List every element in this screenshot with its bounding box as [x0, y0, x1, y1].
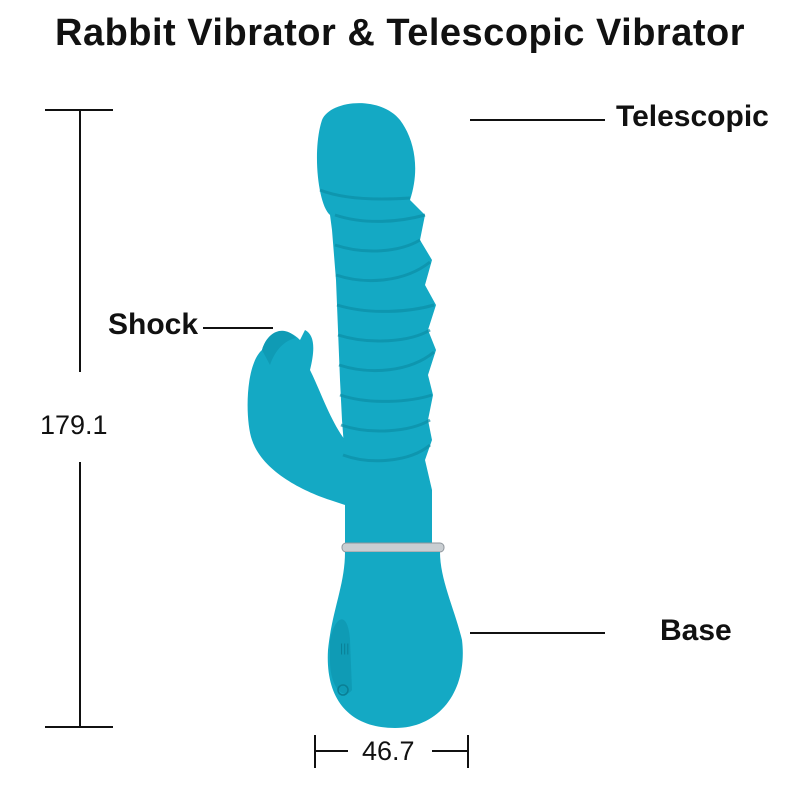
shock-label: Shock — [108, 308, 199, 341]
height-value: 179.1 — [40, 410, 108, 440]
width-dimension-line — [314, 735, 469, 768]
mode-button-icon: ||| — [340, 641, 349, 655]
page-title: Rabbit Vibrator & Telescopic Vibrator — [55, 12, 745, 54]
telescopic-label: Telescopic — [616, 100, 769, 133]
power-button-icon — [337, 684, 349, 696]
vibrator-illustration: ||| — [247, 103, 463, 728]
base-label: Base — [660, 614, 732, 647]
width-value: 46.7 — [362, 736, 415, 766]
metal-ring — [341, 542, 445, 553]
height-dimension-line — [45, 109, 113, 728]
